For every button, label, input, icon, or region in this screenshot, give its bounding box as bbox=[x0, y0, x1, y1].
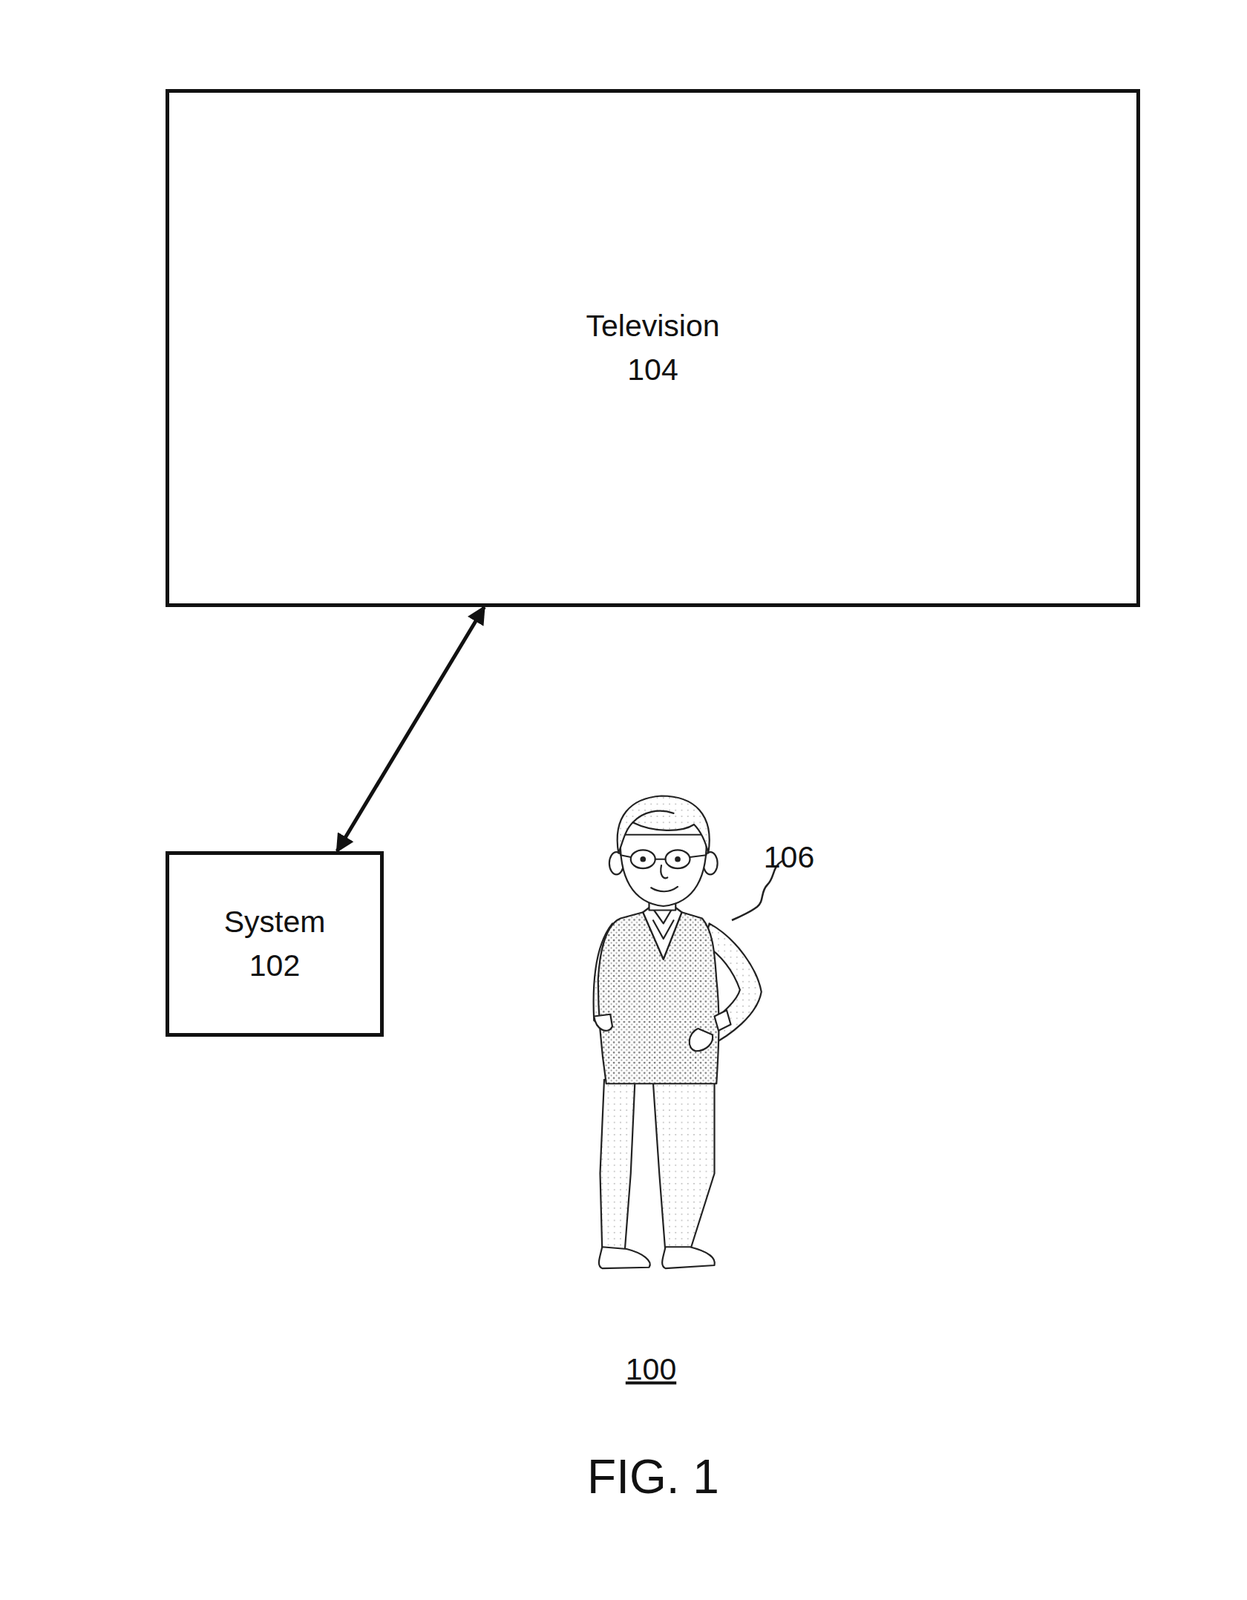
callout-number: 106 bbox=[763, 840, 815, 876]
system-box: System 102 bbox=[165, 851, 384, 1037]
figure-caption: FIG. 1 bbox=[587, 1449, 720, 1505]
box-label: Television 104 bbox=[564, 304, 743, 393]
double-arrow bbox=[336, 607, 484, 852]
figure-number: 100 bbox=[625, 1352, 677, 1388]
device-box: Television 104 bbox=[165, 89, 1141, 608]
box-label: System 102 bbox=[211, 900, 338, 989]
